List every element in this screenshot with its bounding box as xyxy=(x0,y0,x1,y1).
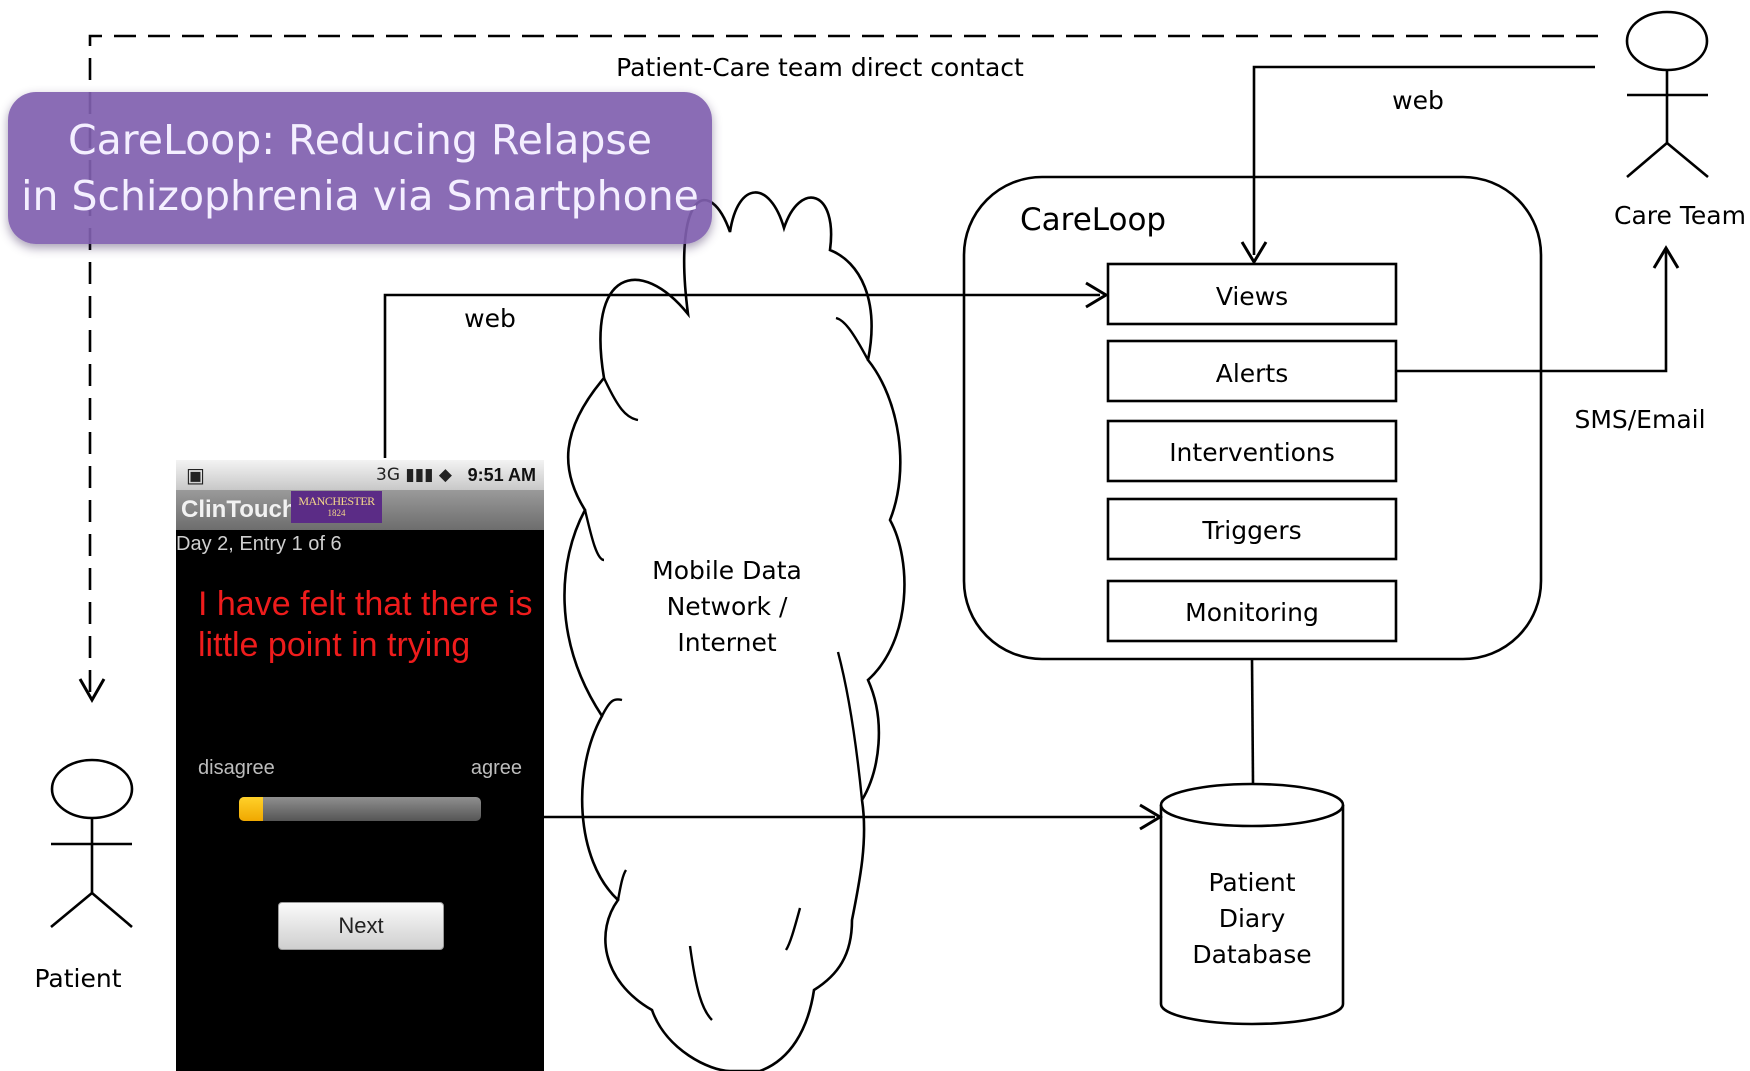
app-bar: ClinTouch MANCHESTER 1824 xyxy=(176,490,544,530)
web-link-care-team xyxy=(1252,65,1595,255)
web-link-phone xyxy=(383,293,1100,458)
patient-arrow-head xyxy=(78,678,106,704)
title-line2: in Schizophrenia via Smartphone xyxy=(21,172,699,220)
question-text: I have felt that there is little point i… xyxy=(198,585,533,664)
cloud-inner-crease-5 xyxy=(688,945,713,1021)
module-alerts: Alerts xyxy=(1106,339,1398,403)
views-arrow-head xyxy=(1240,241,1268,265)
module-monitoring-label: Monitoring xyxy=(1185,598,1319,627)
network-label-line1: Mobile Data xyxy=(652,556,802,585)
care-team-arrow-head xyxy=(1652,245,1680,269)
module-alerts-label: Alerts xyxy=(1216,359,1289,388)
scale-max-label: agree xyxy=(470,757,522,779)
entry-progress: Day 2, Entry 1 of 6 xyxy=(176,533,342,555)
app-title: ClinTouch xyxy=(181,496,297,523)
db-label-line2: Diary xyxy=(1219,904,1286,933)
title-banner: CareLoop: Reducing Relapse in Schizophre… xyxy=(8,92,712,244)
cloud-inner-crease-2 xyxy=(583,509,605,562)
network-cloud xyxy=(563,191,906,1071)
status-bar: ▣ 3G ▮▮▮ ◆ 9:51 AM xyxy=(176,460,544,490)
manchester-logo: MANCHESTER 1824 xyxy=(291,491,382,523)
network-label-line3: Internet xyxy=(677,628,776,657)
slider-fill xyxy=(239,797,264,821)
sms-email-label: SMS/Email xyxy=(1574,405,1705,434)
patient-label: Patient xyxy=(34,964,121,993)
db-label-line3: Database xyxy=(1192,940,1311,969)
logo-word: MANCHESTER xyxy=(298,494,375,508)
cloud-inner-crease-7 xyxy=(836,651,864,801)
direct-contact-label: Patient-Care team direct contact xyxy=(616,53,1024,82)
module-views: Views xyxy=(1106,262,1398,326)
patient-diary-database xyxy=(1159,782,1345,1026)
module-interventions: Interventions xyxy=(1106,419,1398,483)
care-team-label: Care Team xyxy=(1614,201,1746,230)
module-triggers: Triggers xyxy=(1106,497,1398,561)
patient-figure xyxy=(50,758,134,929)
phone-screenshot: ▣ 3G ▮▮▮ ◆ 9:51 AM ClinTouch MANCHESTER … xyxy=(176,460,544,1071)
careloop-db-link xyxy=(1250,658,1255,784)
module-views-label: Views xyxy=(1216,282,1288,311)
network-label-line2: Network / xyxy=(667,592,788,621)
module-monitoring: Monitoring xyxy=(1106,579,1398,643)
direct-contact-dashed-line xyxy=(88,34,1598,698)
cloud-inner-crease-4 xyxy=(616,869,628,901)
agreement-slider[interactable] xyxy=(239,797,481,821)
status-time: 9:51 AM xyxy=(467,465,536,485)
scale-min-label: disagree xyxy=(198,757,275,779)
module-interventions-label: Interventions xyxy=(1169,438,1335,467)
sms-email-link xyxy=(1396,250,1668,373)
care-team-figure xyxy=(1625,10,1709,179)
next-button[interactable]: Next xyxy=(278,902,444,950)
signal-icons: 3G ▮▮▮ ◆ xyxy=(376,465,452,485)
web-label-mid: web xyxy=(464,304,516,333)
views-left-arrow-head xyxy=(1085,281,1109,309)
cloud-inner-crease-1 xyxy=(602,377,639,422)
sd-card-icon: ▣ xyxy=(186,463,205,487)
db-label-line1: Patient xyxy=(1208,868,1295,897)
web-label-top: web xyxy=(1392,86,1444,115)
careloop-title: CareLoop xyxy=(1020,202,1166,238)
cloud-inner-crease-8 xyxy=(835,316,870,361)
title-line1: CareLoop: Reducing Relapse xyxy=(68,116,652,164)
logo-year: 1824 xyxy=(327,508,346,518)
module-triggers-label: Triggers xyxy=(1201,516,1301,545)
cloud-inner-crease-3 xyxy=(600,698,623,717)
db-arrow-head xyxy=(1139,803,1163,831)
cloud-inner-crease-6 xyxy=(784,907,802,951)
